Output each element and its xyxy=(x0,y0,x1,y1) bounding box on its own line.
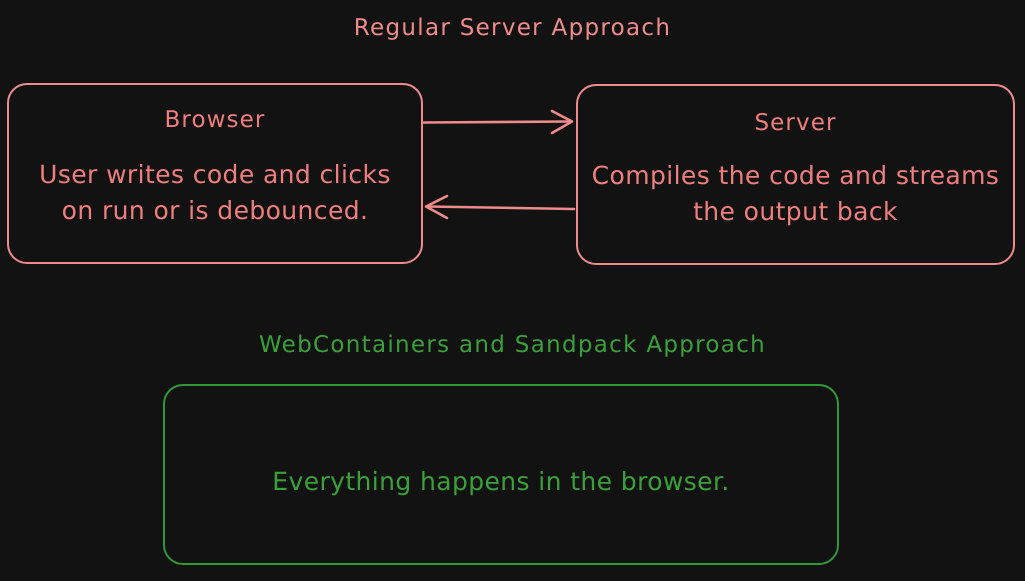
arrow-server-to-browser-icon xyxy=(424,194,576,220)
webcontainer-box-body-line-1: Everything happens in the browser. xyxy=(272,467,730,496)
section-title-webcontainers-sandpack: WebContainers and Sandpack Approach xyxy=(258,332,767,358)
browser-box-body-line-2: on run or is debounced. xyxy=(61,196,369,226)
server-box-body: Compiles the code and streams the output… xyxy=(578,158,1013,231)
browser-box-body-line-1: User writes code and clicks xyxy=(39,160,391,189)
browser-box-body: User writes code and clicks on run or is… xyxy=(9,157,421,230)
server-box-heading: Server xyxy=(754,110,837,136)
browser-box-heading: Browser xyxy=(164,107,266,133)
webcontainer-box-body: Everything happens in the browser. xyxy=(165,464,837,500)
server-box: Server Compiles the code and streams the… xyxy=(576,84,1015,265)
browser-box: Browser User writes code and clicks on r… xyxy=(7,83,423,264)
server-box-body-line-1: Compiles the code and streams xyxy=(591,161,1000,190)
section-title-regular-server: Regular Server Approach xyxy=(353,15,672,41)
arrow-browser-to-server-icon xyxy=(422,109,574,135)
server-box-body-line-2: the output back xyxy=(693,197,898,227)
webcontainer-box: Everything happens in the browser. xyxy=(163,384,839,565)
